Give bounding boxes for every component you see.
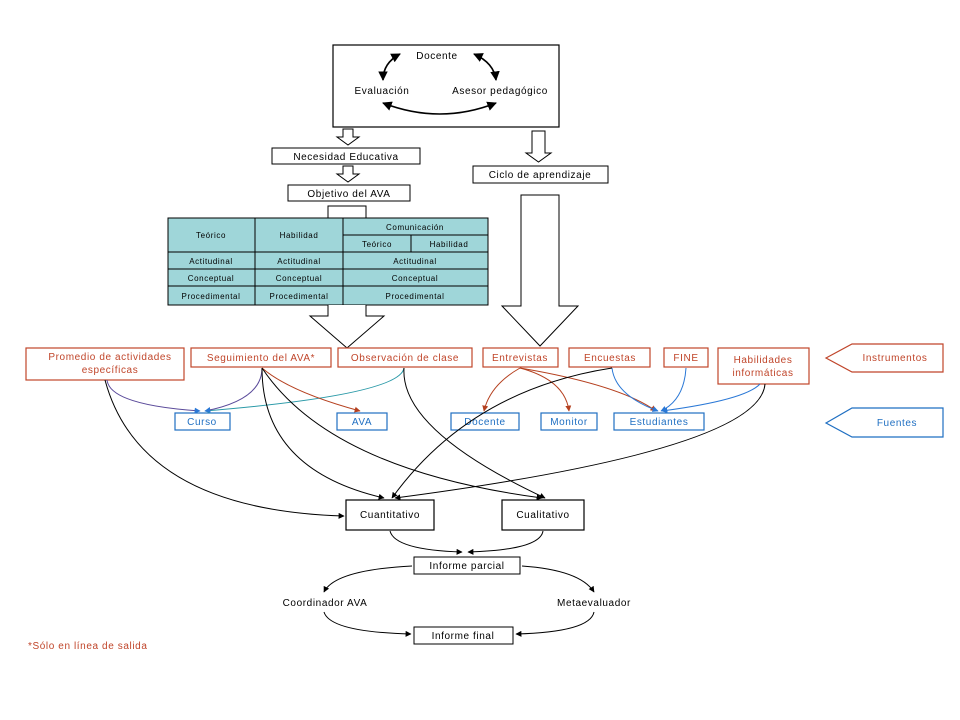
stakeholders-box: Docente Evaluación Asesor pedagógico — [332, 44, 560, 128]
cualitativo-box: Cualitativo — [501, 499, 585, 531]
estudiantes-label: Estudiantes — [630, 417, 689, 428]
arrow-informe-metaevaluador — [521, 565, 595, 593]
arrow-encuestas-estudiantes — [611, 367, 659, 412]
table-header-comunicacion: Comunicación — [386, 223, 444, 232]
habilidades-label-line1: Habilidades — [734, 355, 793, 366]
hollow-arrow-ciclo-down — [500, 194, 580, 347]
ciclo-label: Ciclo de aprendizaje — [489, 170, 592, 181]
arrow-promedio-curso — [106, 379, 201, 414]
arrow-cualitativo-informe — [467, 530, 544, 555]
ciclo-aprendizaje-box: Ciclo de aprendizaje — [472, 165, 609, 184]
table-subheader-teorico: Teórico — [362, 240, 392, 249]
entrevistas-label: Entrevistas — [492, 353, 548, 364]
promedio-label-line2: específicas — [82, 365, 139, 376]
competency-table: Teórico Habilidad Comunicación Teórico H… — [167, 217, 489, 306]
cuantitativo-label: Cuantitativo — [360, 510, 420, 521]
connector-objetivo-table — [327, 205, 367, 219]
source-ava-box: AVA — [336, 412, 388, 431]
table-cell: Procedimental — [270, 292, 329, 301]
instrument-encuestas-box: Encuestas — [568, 347, 651, 368]
arrow-entrevistas-monitor — [519, 367, 572, 412]
arrow-seguimiento-curso — [204, 367, 263, 413]
cycle-arrow-docente-asesor — [473, 53, 500, 81]
cycle-arrow-docente-evaluacion — [378, 53, 401, 81]
hollow-arrow-to-necesidad — [335, 128, 361, 146]
arrow-habilidades-estudiantes — [661, 383, 761, 414]
table-subheader-habilidad: Habilidad — [430, 240, 469, 249]
source-docente-box: Docente — [450, 412, 520, 431]
arrow-seguimiento-cualitativo — [261, 367, 543, 501]
metaevaluador-label: Metaevaluador — [557, 598, 631, 609]
curso-label: Curso — [187, 417, 217, 428]
legend-instrumentos-label: Instrumentos — [862, 353, 927, 364]
observacion-label: Observación de clase — [351, 353, 459, 364]
docente-label: Docente — [416, 51, 457, 62]
arrow-observacion-cualitativo — [403, 367, 546, 499]
arrow-encuestas-cuantitativo — [391, 367, 613, 499]
arrow-seguimiento-ava — [261, 367, 361, 413]
informe-parcial-box: Informe parcial — [413, 556, 521, 575]
arrow-observacion-curso — [204, 367, 405, 414]
informe-parcial-label: Informe parcial — [429, 561, 504, 572]
instrument-fine-box: FINE — [663, 347, 709, 368]
hollow-arrow-to-objetivo — [335, 165, 361, 183]
legend-instrumentos: Instrumentos — [824, 343, 944, 373]
arrow-promedio-cuantitativo — [104, 379, 345, 519]
instrument-seguimiento-box: Seguimiento del AVA* — [190, 347, 332, 368]
arrow-metaevaluador-final — [515, 611, 595, 637]
legend-fuentes-label: Fuentes — [877, 418, 917, 429]
cuantitativo-box: Cuantitativo — [345, 499, 435, 531]
table-cell: Actitudinal — [393, 257, 437, 266]
monitor-label: Monitor — [550, 417, 588, 428]
fine-label: FINE — [673, 353, 698, 364]
instrument-habilidades-box: Habilidades informáticas — [717, 347, 810, 385]
habilidades-label-line2: informáticas — [732, 368, 793, 379]
table-header-teorico: Teórico — [196, 231, 226, 240]
encuestas-label: Encuestas — [584, 353, 636, 364]
table-cell: Procedimental — [386, 292, 445, 301]
objetivo-label: Objetivo del AVA — [307, 189, 390, 200]
arrow-entrevistas-docente — [482, 367, 521, 412]
legend-fuentes: Fuentes — [824, 407, 944, 438]
docente-source-label: Docente — [464, 417, 505, 428]
table-header-habilidad: Habilidad — [280, 231, 319, 240]
source-curso-box: Curso — [174, 412, 231, 431]
arrow-cuantitativo-informe — [389, 530, 463, 555]
source-monitor-box: Monitor — [540, 412, 598, 431]
necesidad-educativa-box: Necesidad Educativa — [271, 147, 421, 165]
arrow-coordinador-final — [323, 611, 412, 637]
table-cell: Actitudinal — [277, 257, 321, 266]
table-cell: Actitudinal — [189, 257, 233, 266]
instrument-entrevistas-box: Entrevistas — [482, 347, 559, 368]
hollow-arrow-to-ciclo — [524, 130, 553, 163]
source-estudiantes-box: Estudiantes — [613, 412, 705, 431]
asesor-label: Asesor pedagógico — [452, 86, 548, 97]
table-cell: Conceptual — [392, 274, 438, 283]
objetivo-ava-box: Objetivo del AVA — [287, 184, 411, 202]
evaluacion-label: Evaluación — [355, 86, 410, 97]
promedio-label-line1: Promedio de actividades — [48, 352, 171, 363]
coordinador-label: Coordinador AVA — [283, 598, 368, 609]
cycle-arrow-evaluacion-asesor — [382, 101, 497, 115]
cualitativo-label: Cualitativo — [516, 510, 569, 521]
informe-final-box: Informe final — [413, 626, 514, 645]
hollow-arrow-table-down — [308, 305, 386, 349]
ava-label: AVA — [352, 417, 372, 428]
arrow-informe-coordinador — [323, 565, 413, 593]
table-cell: Conceptual — [188, 274, 234, 283]
table-cell: Conceptual — [276, 274, 322, 283]
arrow-seguimiento-cuantitativo — [261, 367, 385, 500]
necesidad-label: Necesidad Educativa — [293, 152, 398, 163]
informe-final-label: Informe final — [432, 631, 495, 642]
arrow-entrevistas-estudiantes — [519, 367, 657, 412]
instrument-promedio-box: Promedio de actividades específicas — [25, 347, 185, 381]
arrow-habilidades-cuantitativo — [394, 383, 766, 501]
table-cell: Procedimental — [182, 292, 241, 301]
footnote: *Sólo en línea de salida — [28, 641, 147, 652]
instrument-observacion-box: Observación de clase — [337, 347, 473, 368]
seguimiento-label: Seguimiento del AVA* — [207, 353, 315, 364]
arrow-fine-estudiantes — [660, 367, 687, 412]
